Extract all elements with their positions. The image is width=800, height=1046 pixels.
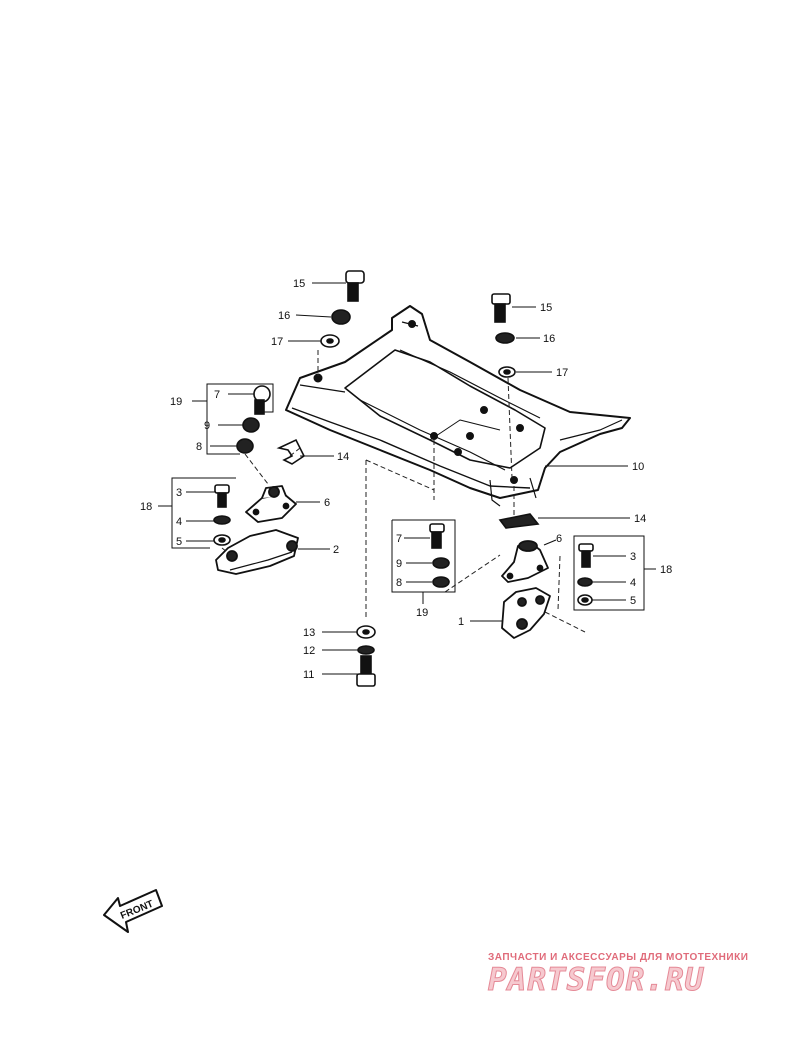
nut-16-right — [495, 332, 515, 344]
callout-19-right: 19 — [416, 607, 428, 619]
callout-13: 13 — [303, 627, 315, 639]
bolt-3-right — [578, 543, 594, 568]
callout-8-right: 8 — [396, 577, 402, 589]
rubber-mount-6-left — [245, 485, 297, 523]
callout-4-left: 4 — [176, 516, 182, 528]
callout-10: 10 — [632, 461, 644, 473]
callout-18-right: 18 — [660, 564, 672, 576]
front-arrow-icon — [103, 889, 163, 933]
clip-14-left — [276, 438, 306, 465]
callout-labels: 15 16 17 15 16 17 19 7 9 8 14 10 14 18 3… — [140, 278, 672, 681]
callout-9-right: 9 — [396, 558, 402, 570]
frame-cradle — [285, 305, 631, 507]
callout-7-left: 7 — [214, 389, 220, 401]
washer-9-left — [242, 417, 260, 433]
nut-16-left — [331, 309, 351, 325]
callout-14-left: 14 — [337, 451, 349, 463]
bolt-15-right — [491, 293, 511, 323]
callout-3-left: 3 — [176, 487, 182, 499]
assembly-lines — [221, 350, 586, 633]
bolt-3-left — [214, 484, 230, 508]
bolt-11 — [356, 655, 376, 687]
callout-16-left: 16 — [278, 310, 290, 322]
callout-12: 12 — [303, 645, 315, 657]
callout-17-left: 17 — [271, 336, 283, 348]
callout-9-left: 9 — [204, 420, 210, 432]
bolt-7-left — [253, 385, 271, 415]
callout-6-right: 6 — [556, 533, 562, 545]
callout-4-right: 4 — [630, 577, 636, 589]
bracket-1 — [501, 587, 551, 639]
rubber-mount-6-right — [501, 540, 549, 583]
bolt-7-right — [429, 523, 445, 549]
callout-2: 2 — [333, 544, 339, 556]
callout-1: 1 — [458, 616, 464, 628]
callout-19-left: 19 — [170, 396, 182, 408]
callout-7-right: 7 — [396, 533, 402, 545]
callout-14-right: 14 — [634, 513, 646, 525]
nut-8-left — [236, 438, 254, 454]
callout-15-left: 15 — [293, 278, 305, 290]
washer-9-right — [432, 557, 450, 569]
lockwasher-4-right — [577, 577, 593, 587]
watermark-logo: PARTSFOR.RU — [488, 962, 705, 999]
callout-6-left: 6 — [324, 497, 330, 509]
lockwasher-4-left — [213, 515, 231, 525]
callout-5-right: 5 — [630, 595, 636, 607]
callout-3-right: 3 — [630, 551, 636, 563]
group-brackets — [158, 383, 656, 611]
hardware — [213, 270, 594, 687]
bolt-15-left — [345, 270, 365, 302]
front-arrow: FRONT — [103, 889, 163, 933]
callout-11: 11 — [303, 669, 314, 681]
nut-8-right — [432, 576, 450, 588]
callout-8-left: 8 — [196, 441, 202, 453]
callout-16-right: 16 — [543, 333, 555, 345]
callout-18-left: 18 — [140, 501, 152, 513]
mounts-brackets — [215, 485, 551, 639]
callout-5-left: 5 — [176, 536, 182, 548]
callout-15-right: 15 — [540, 302, 552, 314]
leader-lines — [186, 282, 630, 675]
nut-12 — [357, 645, 375, 655]
plate-14-right — [498, 513, 540, 529]
callout-17-right: 17 — [556, 367, 568, 379]
watermark-tagline: ЗАПЧАСТИ И АКСЕССУАРЫ ДЛЯ МОТОТЕХНИКИ — [488, 952, 749, 963]
